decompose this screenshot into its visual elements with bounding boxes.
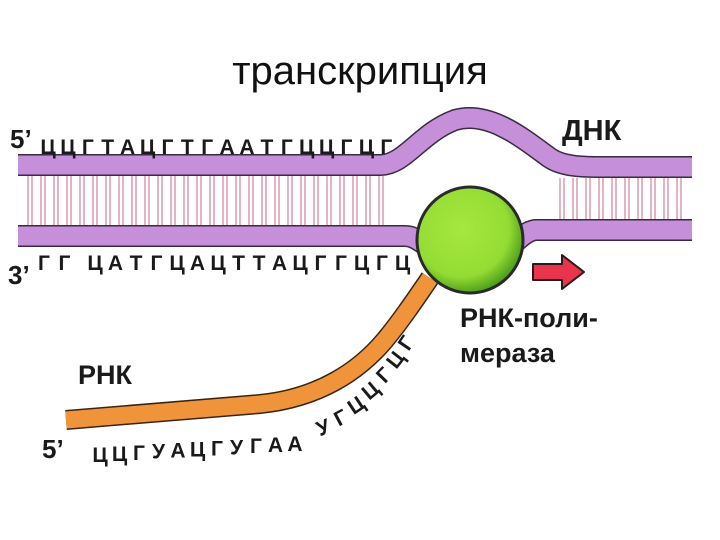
base-pair-rungs: [27, 176, 682, 225]
top-strand-base: Ц: [299, 136, 315, 159]
rna-5prime-label: 5’: [42, 434, 64, 464]
bottom-strand-base: Ц: [87, 252, 103, 275]
bottom-strand-base: Ц: [395, 252, 411, 275]
bottom-strand-base: Ц: [210, 252, 226, 275]
top-strand-base: Ц: [140, 136, 156, 159]
bottom-strand-base: Г: [335, 252, 347, 275]
top-strand-base: Г: [161, 136, 173, 159]
bottom-strand-base: Ц: [354, 252, 370, 275]
top-strand-base: Г: [341, 136, 353, 159]
direction-arrow: [532, 254, 585, 290]
rna-strand-base: А: [268, 434, 283, 457]
dna-label: ДНК: [562, 115, 622, 147]
top-strand-base: Г: [380, 136, 392, 159]
bottom-3prime-label: 3’: [8, 260, 30, 290]
bottom-strand-base: Т: [232, 252, 245, 275]
top-strand-base: Ц: [60, 136, 76, 159]
top-strand-base: Ц: [359, 136, 375, 159]
bottom-strand-base: Г: [59, 252, 71, 275]
rna-strand-base: Г: [394, 332, 420, 355]
top-strand-base: Т: [260, 136, 273, 159]
top-strand-base: Ц: [319, 136, 335, 159]
rna-strand-base: А: [287, 433, 302, 456]
polymerase-label-line2: мераза: [460, 338, 556, 368]
bottom-strand-base: Ц: [169, 252, 185, 275]
bottom-strand-base: А: [272, 252, 287, 275]
bottom-strand-base: Т: [253, 252, 266, 275]
rna-strand: [65, 273, 438, 429]
rna-strand-base: У: [313, 415, 335, 442]
top-strand-base: Ц: [40, 136, 56, 159]
top-strand-base: Г: [82, 136, 94, 159]
rna-strand-base: Г: [211, 437, 223, 460]
rna-strand-base: Г: [133, 442, 145, 465]
top-strand-base: А: [120, 136, 135, 159]
top-strand-base: А: [220, 136, 235, 159]
bottom-strand-base: Г: [376, 252, 388, 275]
dna-bottom-strand-fill: [18, 220, 692, 264]
top-5prime-label: 5’: [10, 124, 32, 154]
top-strand-base: Т: [101, 136, 114, 159]
top-strand-base: Г: [281, 136, 293, 159]
diagram-title: транскрипция: [232, 49, 488, 93]
dna-top-strand-fill: [18, 108, 692, 177]
rna-strand-base: Г: [250, 435, 262, 458]
bottom-strand-base: А: [108, 252, 123, 275]
bottom-strand-base: Г: [38, 252, 50, 275]
top-strand-base: Т: [181, 136, 194, 159]
polymerase-label-line1: РНК-поли-: [460, 303, 598, 333]
rna-strand-base: Ц: [112, 443, 128, 466]
bottom-strand-base: А: [190, 252, 205, 275]
bottom-strand-base: Т: [130, 252, 143, 275]
bottom-strand-base: Ц: [292, 252, 308, 275]
rna-strand-base: Ц: [92, 444, 108, 467]
rna-label: РНК: [78, 360, 133, 390]
bottom-strand-base: Г: [315, 252, 327, 275]
rna-strand-base: У: [152, 441, 166, 464]
rna-polymerase: [415, 185, 525, 295]
top-strand-base: А: [239, 136, 254, 159]
top-strand-base: Г: [201, 136, 213, 159]
rna-strand-base: У: [230, 436, 244, 459]
rna-strand-base: Ц: [190, 439, 206, 462]
bottom-strand-base: Г: [151, 252, 163, 275]
rna-strand-base: А: [170, 440, 185, 463]
